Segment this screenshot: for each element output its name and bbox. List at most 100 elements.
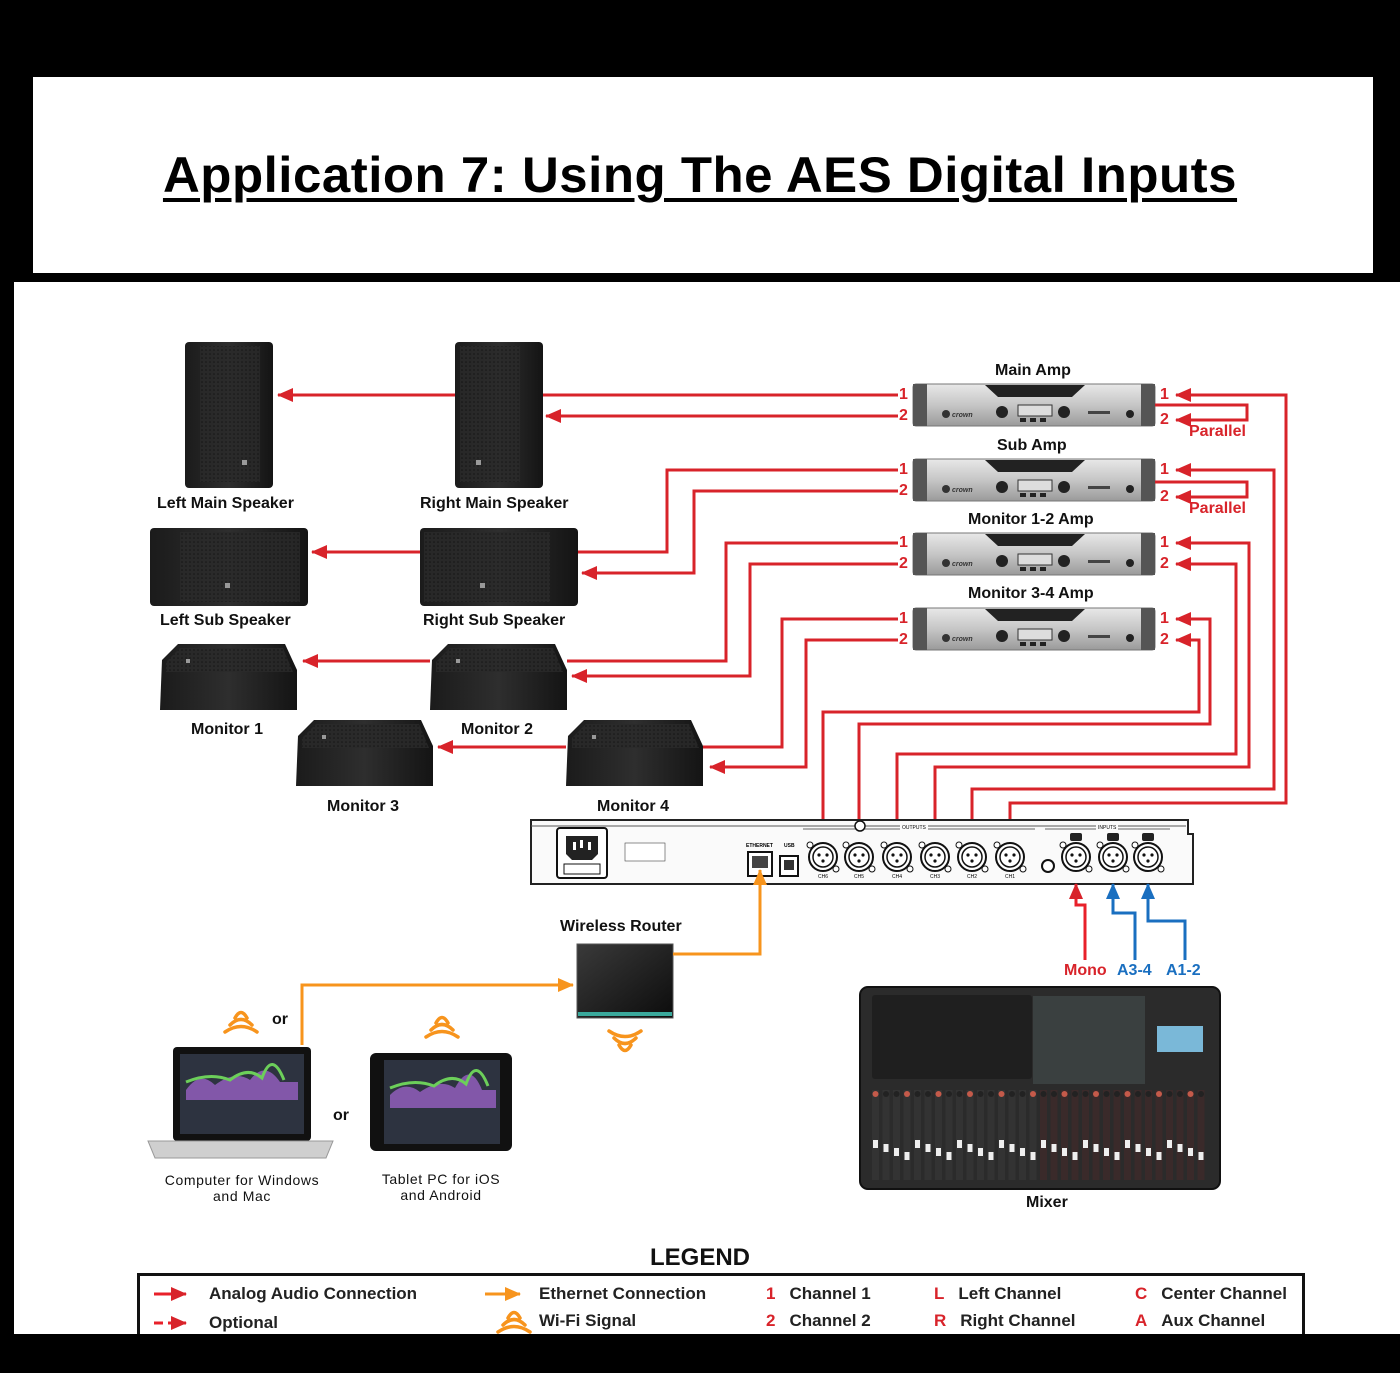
xlr-output-ch6[interactable] — [806, 841, 840, 873]
mixer-fader-cap — [946, 1152, 952, 1160]
mixer-channel-strip — [1113, 1090, 1121, 1180]
wire-ch4 — [895, 557, 1238, 845]
mixer-fader-cap — [1135, 1144, 1141, 1152]
inputs-label: INPUTS — [1096, 825, 1119, 831]
legend-right-text: Right Channel — [960, 1311, 1076, 1330]
mixer-channel-strip — [924, 1090, 932, 1180]
amp-brand: crown — [952, 412, 973, 419]
usb-port[interactable] — [779, 855, 799, 877]
mixer-channel-strip — [893, 1090, 900, 1180]
xlr-output-ch2[interactable] — [955, 841, 989, 873]
right-sub-speaker-label: Right Sub Speaker — [423, 612, 566, 629]
wire-mon34-ch1 — [703, 617, 898, 749]
mixer-channel-strip — [1103, 1090, 1110, 1180]
legend-symbols — [154, 1287, 521, 1330]
wire-mon12-ch2 — [571, 562, 898, 683]
wire-a1-2 — [1141, 883, 1187, 960]
output-channel-label: CH3 — [929, 874, 940, 880]
xlr-input-1[interactable] — [1059, 833, 1093, 873]
or-label-2: or — [333, 1107, 349, 1124]
wire-sub-ch1 — [578, 468, 898, 554]
legend-channel-2-symbol: 2 — [766, 1311, 776, 1330]
main-amp-parallel-note: Parallel — [1189, 423, 1246, 440]
legend-analog: Analog Audio Connection — [209, 1284, 418, 1303]
mixer-fader-cap — [1198, 1152, 1204, 1160]
computer-label-line-2: and Mac — [213, 1188, 271, 1204]
wire-ch3 — [933, 536, 1251, 845]
tablet-icon — [370, 1053, 512, 1151]
mixer-console-icon — [859, 986, 1221, 1190]
monitor-2-label: Monitor 2 — [461, 721, 533, 738]
tablet-label: Tablet PC for iOS and Android — [362, 1171, 520, 1203]
mixer-channel-strip — [966, 1090, 974, 1180]
xlr-input-2[interactable] — [1096, 833, 1130, 873]
mixer-channel-strip — [977, 1090, 984, 1180]
mixer-fader-cap — [1146, 1148, 1151, 1156]
mixer-channel-strip — [1082, 1090, 1089, 1180]
legend-left-text: Left Channel — [958, 1284, 1062, 1303]
computer-label: Computer for Windows and Mac — [146, 1172, 338, 1204]
mixer-label: Mixer — [1026, 1194, 1068, 1211]
right-sub-speaker-icon — [420, 528, 578, 606]
mixer-channel-strip — [1197, 1090, 1205, 1180]
left-sub-speaker-icon — [150, 528, 308, 606]
ground-lift-switch[interactable] — [1041, 859, 1055, 873]
mixer-input-wires — [1069, 883, 1187, 960]
xlr-input-3[interactable] — [1131, 833, 1165, 873]
wire-mono — [1069, 883, 1087, 960]
mixer-fader-cap — [904, 1152, 910, 1160]
xlr-output-ch3[interactable] — [918, 841, 952, 873]
mixer-fader-cap — [1020, 1148, 1025, 1156]
sub-amp-out-2: 2 — [899, 482, 908, 499]
monitor-34-amp-label: Monitor 3-4 Amp — [968, 585, 1094, 602]
amp-brand: crown — [952, 561, 973, 568]
mixer-channel-strip — [1187, 1090, 1194, 1180]
computer-label-line-1: Computer for Windows — [164, 1172, 320, 1188]
mixer-channel-strip — [903, 1090, 911, 1180]
mon34-amp-in-1: 1 — [1160, 610, 1169, 627]
xlr-output-ch4[interactable] — [880, 841, 914, 873]
monitor-4-label: Monitor 4 — [597, 798, 669, 815]
mixer-channel-strip — [1145, 1090, 1152, 1180]
legend-wifi-icon — [496, 1310, 532, 1334]
mon34-amp-in-2: 2 — [1160, 631, 1169, 648]
legend-ethernet: Ethernet Connection — [539, 1284, 707, 1303]
laptop-icon — [147, 1047, 334, 1159]
tablet-label-line-1: Tablet PC for iOS — [381, 1171, 501, 1187]
wire-ch6 — [821, 633, 1201, 845]
sub-amp-parallel-note: Parallel — [1189, 500, 1246, 517]
sub-amp-label: Sub Amp — [997, 437, 1067, 454]
mixer-fader-cap — [1093, 1144, 1099, 1152]
legend-center-text: Center Channel — [1161, 1284, 1287, 1303]
wireless-router-icon — [576, 943, 674, 1019]
processor-rear-panel — [530, 819, 1194, 885]
mixer-channel-strip — [1040, 1090, 1047, 1180]
mixer-fader-cap — [883, 1144, 889, 1152]
main-amp-out-2: 2 — [899, 407, 908, 424]
amp-brand: crown — [952, 636, 973, 643]
power-inlet-icon — [556, 827, 608, 879]
wire-ch1 — [1008, 388, 1288, 845]
output-channel-label: CH1 — [1004, 874, 1015, 880]
legend-channel-1-symbol: 1 — [766, 1284, 776, 1303]
xlr-output-ch5[interactable] — [842, 841, 876, 873]
mixer-fader-cap — [1188, 1148, 1193, 1156]
mixer-channel-strip — [882, 1090, 890, 1180]
mixer-fader-cap — [1009, 1144, 1015, 1152]
mixer-fader-cap — [1041, 1140, 1046, 1148]
router-label: Wireless Router — [560, 918, 682, 935]
mixer-fader-cap — [967, 1144, 973, 1152]
wire-ch5 — [857, 612, 1212, 845]
monitor-1-speaker-icon — [160, 644, 297, 710]
wifi-laptop-icon — [223, 1010, 259, 1034]
sub-amp-in-1: 1 — [1160, 461, 1169, 478]
xlr-output-ch1[interactable] — [993, 841, 1027, 873]
mixer-channel-strip — [872, 1090, 879, 1180]
left-sub-speaker-label: Left Sub Speaker — [160, 612, 291, 629]
ethernet-wires — [300, 869, 767, 1045]
sub-amp-in-2: 2 — [1160, 488, 1169, 505]
main-amp-label: Main Amp — [995, 362, 1071, 379]
mixer-fader-cap — [1030, 1152, 1036, 1160]
